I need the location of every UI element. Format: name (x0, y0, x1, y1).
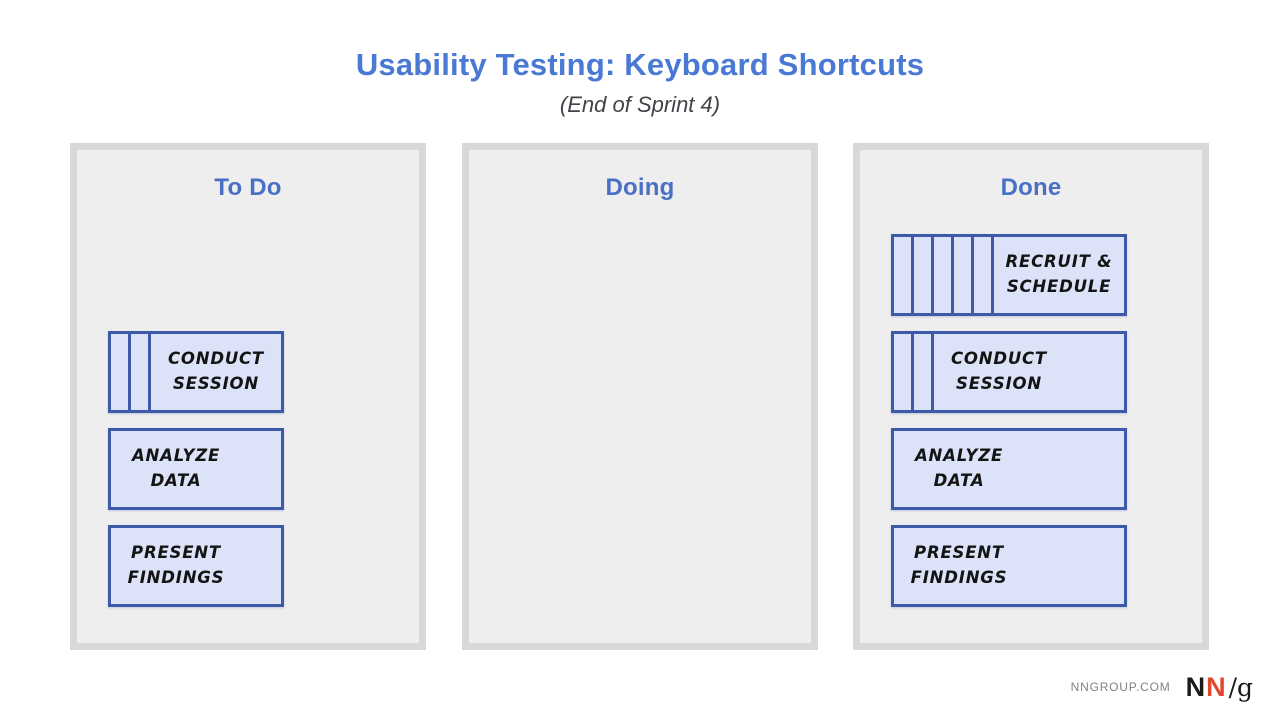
card-conduct-session: CONDUCT SESSION (891, 331, 1127, 413)
column-done: Done RECRUIT & SCHEDULE CONDUCT SESSION AN… (853, 143, 1209, 650)
card-analyze-data: ANALYZE DATA (891, 428, 1127, 510)
tally-mark (111, 334, 131, 410)
page-title: Usability Testing: Keyboard Shortcuts (355, 47, 925, 82)
nng-logo-slash-g: /g (1228, 672, 1253, 702)
card-label: PRESENT FINDINGS (910, 543, 1008, 587)
tally-mark (914, 237, 934, 313)
column-done-header: Done (1000, 174, 1062, 201)
card-conduct-session: CONDUCT SESSION (108, 331, 284, 413)
tally-mark (974, 237, 994, 313)
nng-logo: N N /g (1186, 672, 1253, 703)
card-present-findings: PRESENT FINDINGS (108, 525, 284, 607)
card-recruit-schedule: RECRUIT & SCHEDULE (891, 234, 1127, 316)
card-label: RECRUIT & SCHEDULE (1005, 252, 1113, 296)
card-label: ANALYZE DATA (131, 446, 221, 490)
page-subtitle: (End of Sprint 4) (559, 92, 721, 117)
column-doing: Doing (462, 143, 818, 650)
card-analyze-data: ANALYZE DATA (108, 428, 284, 510)
nng-logo-n2: N (1206, 671, 1227, 702)
column-todo: To Do CONDUCT SESSION ANALYZE DATA PRESENT… (70, 143, 426, 650)
card-label: CONDUCT SESSION (950, 349, 1047, 393)
card-present-findings: PRESENT FINDINGS (891, 525, 1127, 607)
column-todo-header: To Do (214, 174, 282, 201)
column-doing-header: Doing (605, 174, 675, 201)
card-label: CONDUCT SESSION (167, 349, 264, 393)
tally-mark (914, 334, 934, 410)
column-done-cards: RECRUIT & SCHEDULE CONDUCT SESSION ANALYZE… (891, 234, 1127, 607)
tally-mark (934, 237, 954, 313)
tally-mark (894, 237, 914, 313)
column-todo-cards: CONDUCT SESSION ANALYZE DATA PRESENT FINDI… (108, 331, 284, 607)
card-label: ANALYZE DATA (914, 446, 1004, 490)
footer-website: NNGROUP.COM (1070, 680, 1171, 694)
tally-mark (131, 334, 151, 410)
nng-logo-n1: N (1185, 671, 1207, 702)
tally-mark (894, 334, 914, 410)
footer: NNGROUP.COM N N /g (1071, 670, 1253, 704)
tally-mark (954, 237, 974, 313)
card-label: PRESENT FINDINGS (127, 543, 225, 587)
